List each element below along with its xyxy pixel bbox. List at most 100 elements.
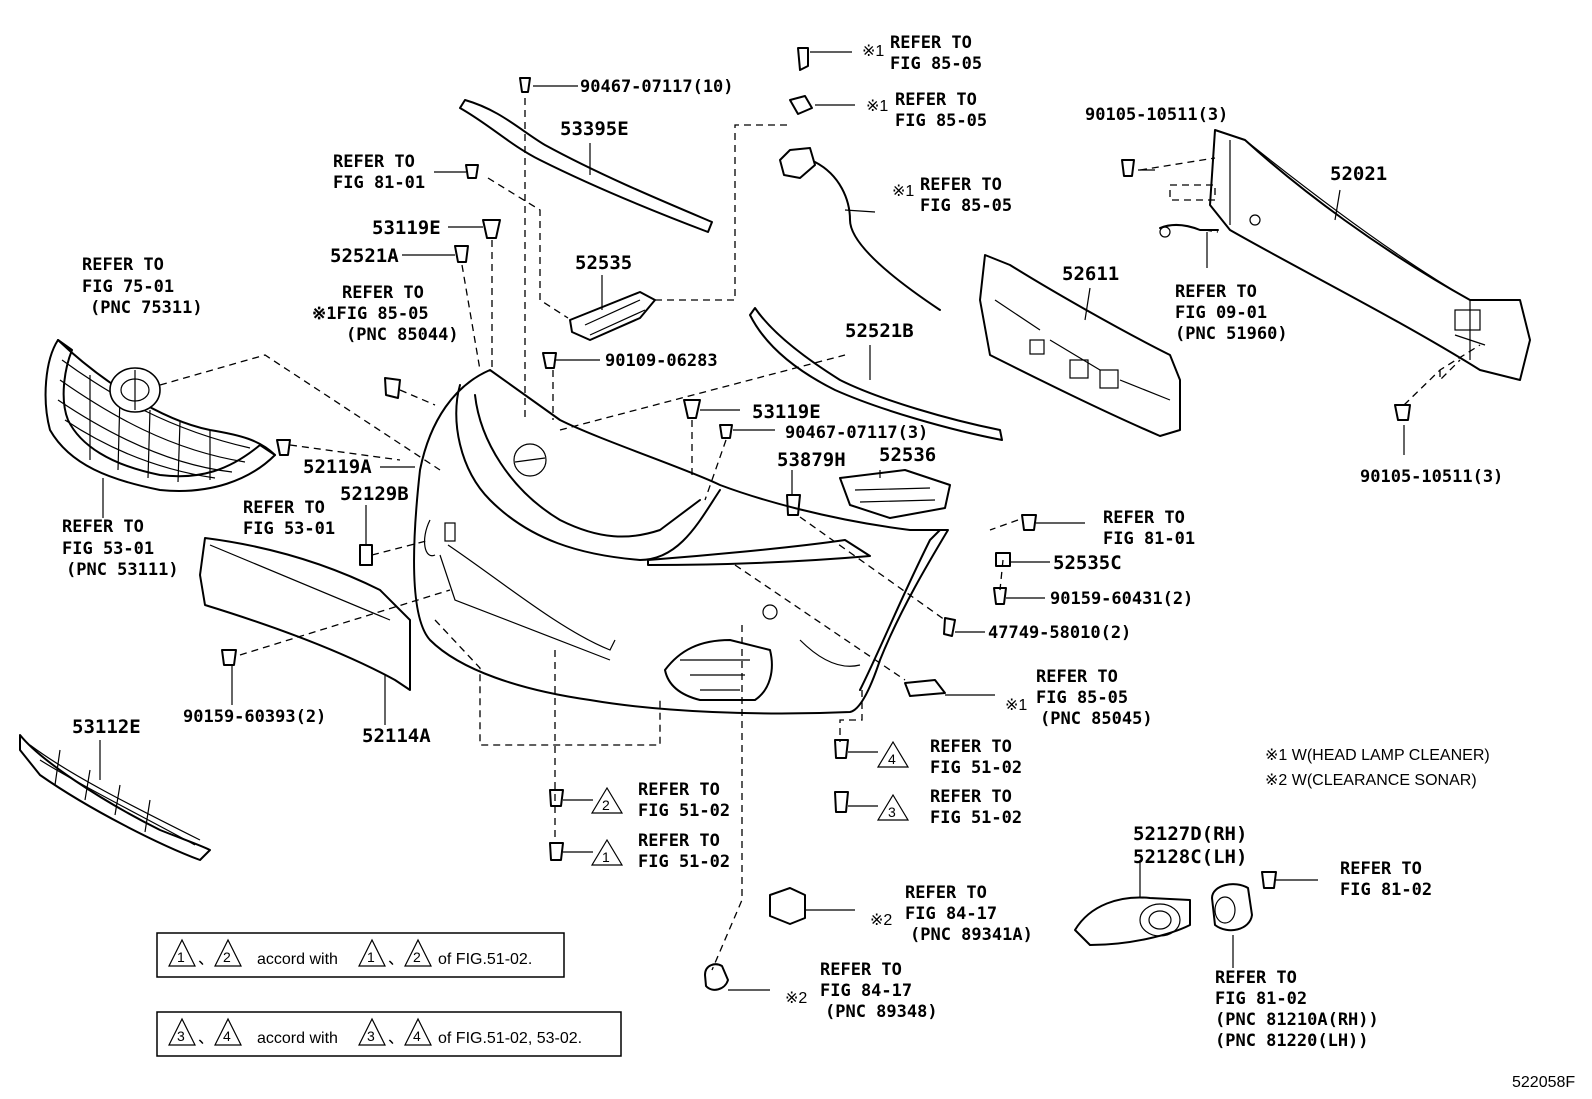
label-refer-85-05-top3-1[interactable]: REFER TO <box>920 175 1002 195</box>
retainer-53395E-shape <box>459 99 713 233</box>
label-52611[interactable]: 52611 <box>1062 263 1119 285</box>
note1-tri-2: 2 <box>223 949 231 965</box>
note1-of: of FIG.51-02. <box>438 951 532 968</box>
mark-1-b: ※1 <box>866 98 888 115</box>
label-refer-85044-2[interactable]: ※1FIG 85-05 <box>312 304 429 324</box>
label-refer-51-02-t2-1[interactable]: REFER TO <box>638 780 720 800</box>
note2-accord: accord with <box>257 1030 338 1047</box>
label-refer-09-01-1[interactable]: REFER TO <box>1175 282 1257 302</box>
label-refer-51-02-t3-1[interactable]: REFER TO <box>930 787 1012 807</box>
label-refer-85045-3[interactable]: (PNC 85045) <box>1040 709 1153 729</box>
label-refer-81-01-a-1[interactable]: REFER TO <box>333 152 415 172</box>
label-refer-09-01-2[interactable]: FIG 09-01 <box>1175 303 1267 323</box>
label-refer-81-02-b-2[interactable]: FIG 81-02 <box>1215 989 1307 1009</box>
label-90467-07117-3[interactable]: 90467-07117(3) <box>785 423 928 443</box>
label-refer-81-02-a-2[interactable]: FIG 81-02 <box>1340 880 1432 900</box>
triangle-1-icon: 1 <box>590 838 624 866</box>
label-refer-75-01-2[interactable]: FIG 75-01 <box>82 277 174 297</box>
label-53112E[interactable]: 53112E <box>72 716 141 738</box>
label-refer-75-01-1[interactable]: REFER TO <box>82 255 164 275</box>
label-refer-84-17-b-2[interactable]: FIG 84-17 <box>820 981 912 1001</box>
label-refer-85-05-top2-2[interactable]: FIG 85-05 <box>895 111 987 131</box>
label-52535C[interactable]: 52535C <box>1053 552 1122 574</box>
part-labels: 90467-07117(10) 53395E REFER TO FIG 81-0… <box>62 33 1575 1091</box>
triangle-3-icon: 3 <box>876 793 910 821</box>
label-refer-75-01-3[interactable]: (PNC 75311) <box>90 298 203 318</box>
label-90159-60393-2[interactable]: 90159-60393(2) <box>183 707 326 727</box>
label-52521A[interactable]: 52521A <box>330 245 399 267</box>
reinforcement-52021-shape <box>1209 129 1531 381</box>
label-refer-81-01-b-2[interactable]: FIG 81-01 <box>1103 529 1195 549</box>
label-53395E[interactable]: 53395E <box>560 118 629 140</box>
label-47749-58010-2[interactable]: 47749-58010(2) <box>988 623 1131 643</box>
label-52521B[interactable]: 52521B <box>845 320 914 342</box>
label-refer-84-17-b-3[interactable]: (PNC 89348) <box>825 1002 938 1022</box>
label-90109-06283[interactable]: 90109-06283 <box>605 351 718 371</box>
legend-clearance-sonar: ※2 W(CLEARANCE SONAR) <box>1265 772 1477 789</box>
fastener-shapes <box>221 77 1411 889</box>
label-refer-51-02-t3-2[interactable]: FIG 51-02 <box>930 808 1022 828</box>
label-refer-51-02-t1-1[interactable]: REFER TO <box>638 831 720 851</box>
label-52128C-LH[interactable]: 52128C(LH) <box>1133 846 1247 868</box>
label-refer-81-02-b-1[interactable]: REFER TO <box>1215 968 1297 988</box>
label-52119A[interactable]: 52119A <box>303 456 372 478</box>
label-refer-85044-3[interactable]: (PNC 85044) <box>346 325 459 345</box>
note-box-2: 3 、 4 accord with 3 、 4 of FIG.51-02, 53… <box>156 1011 622 1057</box>
note2-tri-4: 4 <box>223 1028 231 1044</box>
label-52129B[interactable]: 52129B <box>340 483 409 505</box>
mark-2-b: ※2 <box>785 990 807 1007</box>
label-refer-85-05-top1-1[interactable]: REFER TO <box>890 33 972 53</box>
bracket-52535-shape <box>569 291 656 341</box>
absorber-52611-shape <box>979 254 1181 437</box>
label-refer-85045-1[interactable]: REFER TO <box>1036 667 1118 687</box>
label-90467-07117-10[interactable]: 90467-07117(10) <box>580 77 734 97</box>
label-52536[interactable]: 52536 <box>879 444 936 466</box>
leader-lines <box>99 51 1405 991</box>
label-refer-53-01-a-2[interactable]: FIG 53-01 <box>243 519 335 539</box>
label-refer-85045-2[interactable]: FIG 85-05 <box>1036 688 1128 708</box>
label-refer-85-05-top2-1[interactable]: REFER TO <box>895 90 977 110</box>
label-refer-84-17-b-1[interactable]: REFER TO <box>820 960 902 980</box>
label-refer-85044-1[interactable]: REFER TO <box>342 283 424 303</box>
label-refer-85-05-top1-2[interactable]: FIG 85-05 <box>890 54 982 74</box>
label-refer-84-17-a-2[interactable]: FIG 84-17 <box>905 904 997 924</box>
label-refer-53-01-b-3[interactable]: (PNC 53111) <box>66 560 179 580</box>
label-refer-85-05-top3-2[interactable]: FIG 85-05 <box>920 196 1012 216</box>
label-refer-81-02-a-1[interactable]: REFER TO <box>1340 859 1422 879</box>
label-refer-53-01-b-1[interactable]: REFER TO <box>62 517 144 537</box>
label-52021[interactable]: 52021 <box>1330 163 1387 185</box>
label-52535[interactable]: 52535 <box>575 252 632 274</box>
label-53119E-b[interactable]: 53119E <box>752 401 821 423</box>
label-52127D-RH[interactable]: 52127D(RH) <box>1133 823 1247 845</box>
label-52114A[interactable]: 52114A <box>362 725 431 747</box>
drawing-number: 522058F <box>1512 1074 1575 1091</box>
label-refer-84-17-a-1[interactable]: REFER TO <box>905 883 987 903</box>
note-box-1: 1 、 2 accord with 1 、 2 of FIG.51-02. <box>156 932 565 978</box>
triangle-2-number: 2 <box>602 797 610 813</box>
sonar-sensor-shapes <box>704 887 806 991</box>
note2-tri-3b: 3 <box>367 1028 375 1044</box>
lower-grille-53112E-shape <box>19 734 211 861</box>
note2-tri-3: 3 <box>177 1028 185 1044</box>
fog-lamp-cover-shape <box>1074 896 1191 946</box>
label-refer-84-17-a-3[interactable]: (PNC 89341A) <box>910 925 1033 945</box>
label-refer-51-02-t4-1[interactable]: REFER TO <box>930 737 1012 757</box>
label-refer-81-02-b-4[interactable]: (PNC 81220(LH)) <box>1215 1031 1369 1051</box>
label-53879H[interactable]: 53879H <box>777 449 846 471</box>
bumper-cover-shape <box>413 369 949 715</box>
fog-lamp-shape <box>1211 883 1253 932</box>
label-refer-51-02-t1-2[interactable]: FIG 51-02 <box>638 852 730 872</box>
label-refer-51-02-t2-2[interactable]: FIG 51-02 <box>638 801 730 821</box>
label-90159-60431-2[interactable]: 90159-60431(2) <box>1050 589 1193 609</box>
label-refer-51-02-t4-2[interactable]: FIG 51-02 <box>930 758 1022 778</box>
label-refer-53-01-b-2[interactable]: FIG 53-01 <box>62 539 154 559</box>
label-refer-81-01-a-2[interactable]: FIG 81-01 <box>333 173 425 193</box>
label-refer-09-01-3[interactable]: (PNC 51960) <box>1175 324 1288 344</box>
label-90105-10511-3-bot[interactable]: 90105-10511(3) <box>1360 467 1503 487</box>
label-90105-10511-3-top[interactable]: 90105-10511(3) <box>1085 105 1228 125</box>
label-refer-81-01-b-1[interactable]: REFER TO <box>1103 508 1185 528</box>
label-53119E-a[interactable]: 53119E <box>372 217 441 239</box>
label-refer-81-02-b-3[interactable]: (PNC 81210A(RH)) <box>1215 1010 1379 1030</box>
note1-sep: 、 <box>198 951 214 968</box>
label-refer-53-01-a-1[interactable]: REFER TO <box>243 498 325 518</box>
